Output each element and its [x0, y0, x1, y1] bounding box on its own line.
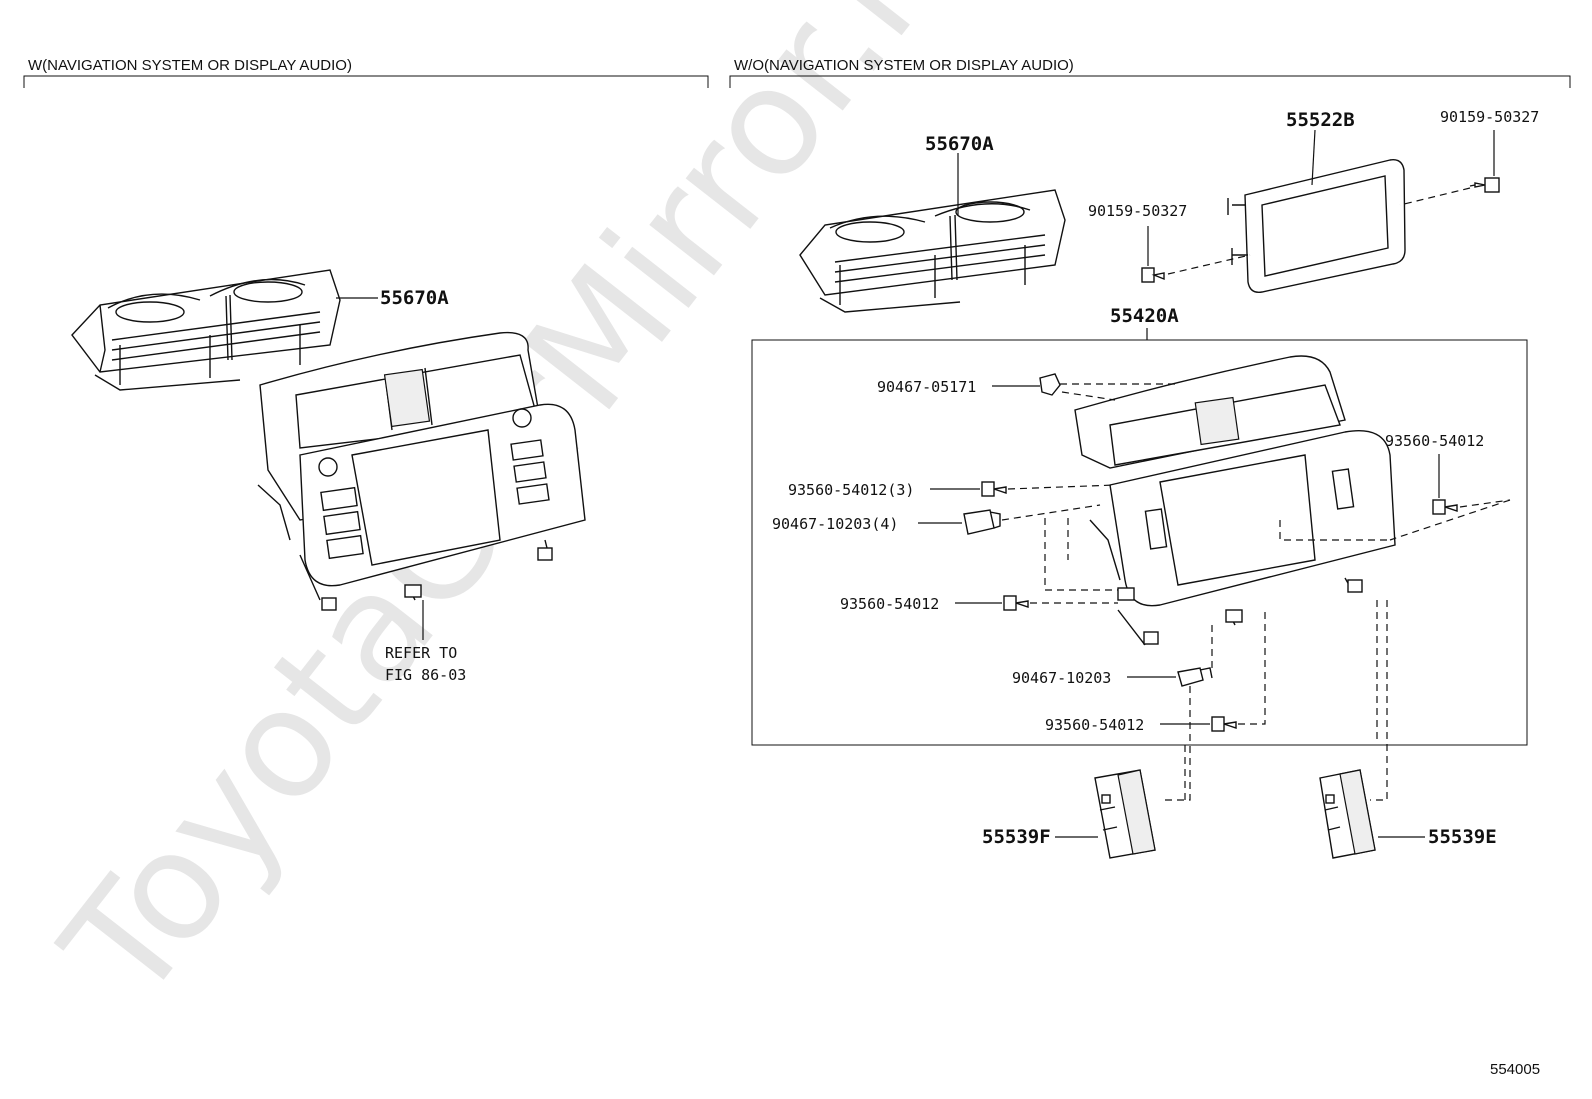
screw-mid-label: 90159-50327: [1088, 202, 1187, 220]
screw-bottom-icon: [1211, 716, 1237, 732]
clip-4-dash: [1001, 504, 1118, 591]
screw-left-icon: [1003, 595, 1029, 611]
screw-bottom-label: 93560-54012: [1045, 716, 1144, 734]
screw-mid-icon: [1141, 267, 1165, 283]
left-vent-label: 55670A: [380, 287, 449, 309]
screw-right-icon: [1432, 499, 1458, 515]
clip-top-label: 90467-05171: [877, 378, 976, 396]
clip-bottom-dash: [1165, 622, 1213, 801]
screw-right-label: 93560-54012: [1385, 432, 1484, 450]
figure-number: 554005: [1490, 1061, 1540, 1078]
screw-bottom-dash: [1238, 610, 1266, 725]
switch-left-icon: [1094, 769, 1156, 859]
screw-top-right-label: 90159-50327: [1440, 108, 1539, 126]
subassembly-box: [751, 339, 1528, 746]
screw-3-label: 93560-54012(3): [788, 481, 914, 499]
bezel-label: 55522B: [1286, 109, 1355, 131]
clip-4-icon: [963, 509, 1001, 535]
right-bezel: [1227, 159, 1406, 293]
screw-top-right-dash: [1399, 187, 1471, 206]
clip-4-label: 90467-10203(4): [772, 515, 898, 533]
switch-right-label: 55539E: [1428, 826, 1497, 848]
refer-line-1: REFER TO: [385, 644, 457, 662]
left-center-panel: [257, 331, 586, 611]
left-section-bracket: [23, 75, 709, 88]
right-vent-label: 55670A: [925, 133, 994, 155]
clip-bottom-label: 90467-10203: [1012, 669, 1111, 687]
switch-right-icon: [1319, 769, 1376, 859]
clip-bottom-icon: [1177, 667, 1213, 687]
left-vent-assembly: [71, 269, 341, 391]
screw-3-dash: [1007, 484, 1116, 490]
screw-right-dash: [1279, 499, 1511, 541]
bezel-leader: [1311, 129, 1316, 186]
clip-top-icon: [1039, 373, 1061, 396]
screw-top-right-icon: [1469, 177, 1500, 193]
panel-label: 55420A: [1110, 305, 1179, 327]
right-vent-assembly: [799, 189, 1066, 313]
screw-3-icon: [981, 481, 1007, 497]
switch-right-dash: [1370, 600, 1388, 801]
screw-left-label: 93560-54012: [840, 595, 939, 613]
clip-top-dash: [1060, 383, 1175, 401]
refer-line-2: FIG 86-03: [385, 666, 466, 684]
right-section-header: W/O(NAVIGATION SYSTEM OR DISPLAY AUDIO): [734, 57, 1074, 74]
switch-left-label: 55539F: [982, 826, 1051, 848]
screw-mid-dash: [1167, 254, 1251, 275]
right-center-panel: [1074, 355, 1396, 646]
left-section-header: W(NAVIGATION SYSTEM OR DISPLAY AUDIO): [28, 57, 352, 74]
right-section-bracket: [729, 75, 1571, 88]
